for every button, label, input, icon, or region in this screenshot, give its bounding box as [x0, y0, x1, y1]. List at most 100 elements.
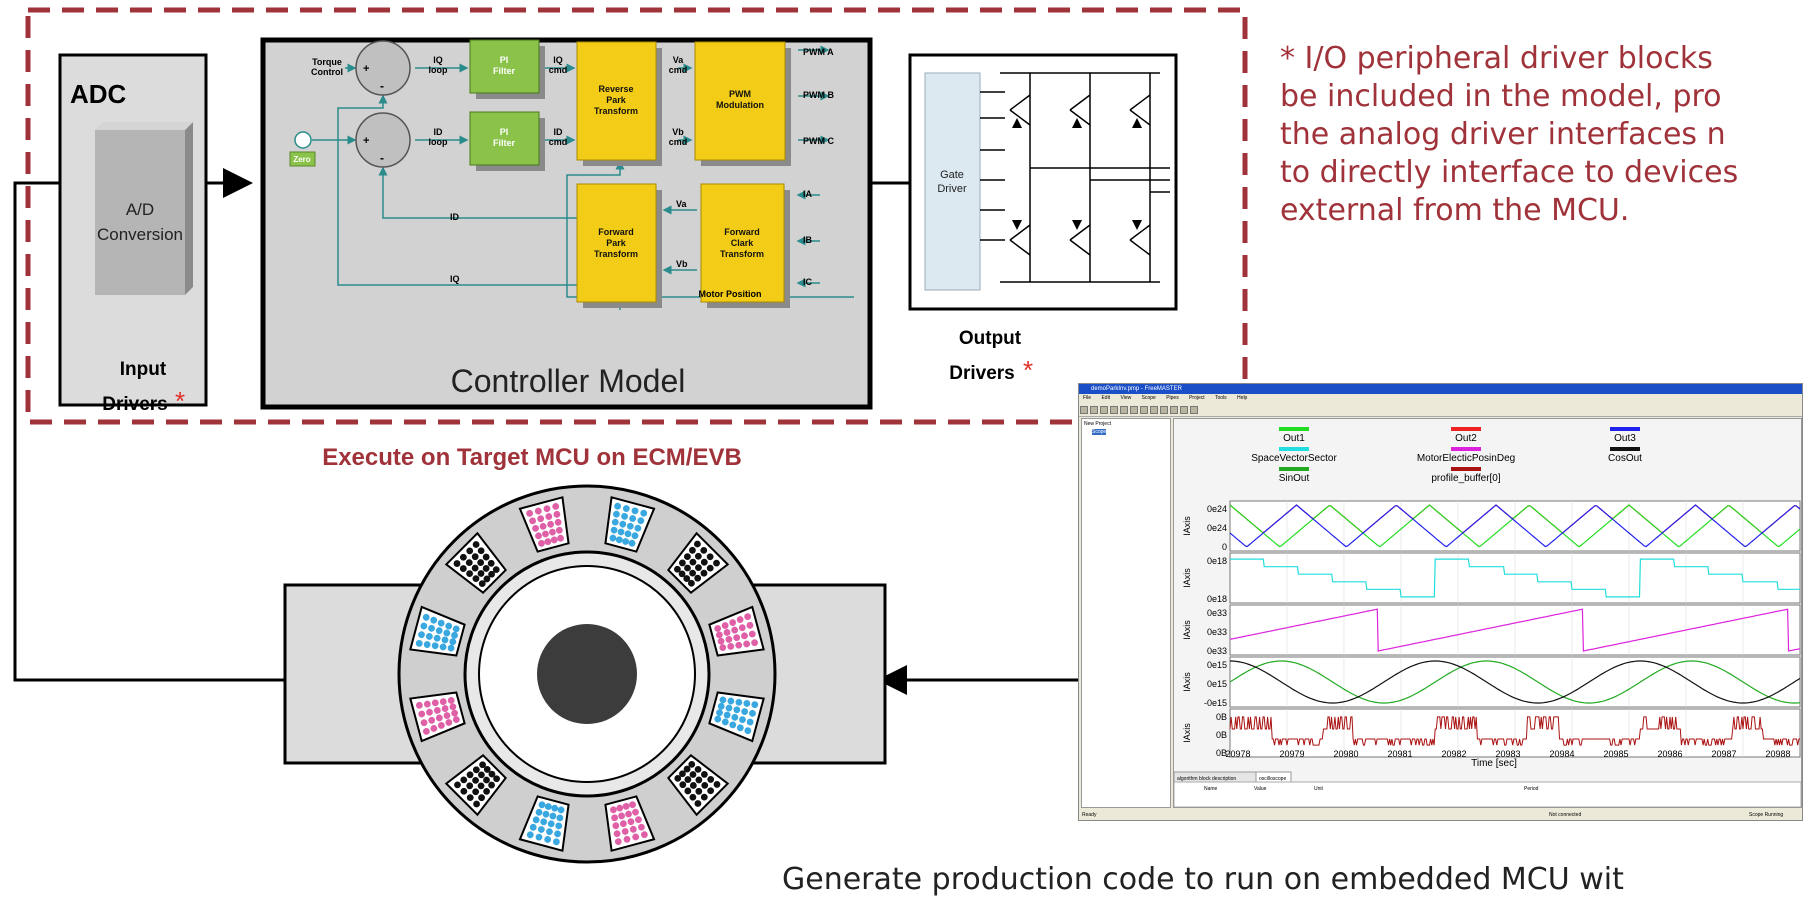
col-name: Name	[1204, 786, 1218, 792]
menu-tools[interactable]: Tools	[1214, 395, 1227, 401]
note-line-4: to directly interface to devices	[1280, 155, 1739, 190]
adc-block: ADC A/D Conversion	[58, 53, 208, 407]
winding-slot	[666, 753, 730, 817]
iq-feedback-label: IQ	[450, 274, 460, 284]
y-axis-label: IAxis	[1182, 723, 1192, 743]
note-line-5: external from the MCU.	[1280, 193, 1630, 228]
va-cmd-label-1: Va	[673, 55, 685, 65]
svg-text:PWM: PWM	[729, 89, 751, 99]
toolbar-run-icon[interactable]	[1120, 406, 1128, 414]
svg-text:+: +	[363, 63, 369, 75]
x-tick-label: 20988	[1765, 749, 1790, 759]
status-connection: Not connected	[1549, 812, 1582, 818]
col-unit: Unit	[1314, 786, 1324, 792]
motor-position-label: Motor Position	[699, 289, 762, 299]
vb-cmd-label-1: Vb	[672, 127, 684, 137]
tree-item-scope[interactable]: Scope	[1092, 429, 1107, 435]
svg-text:Transform: Transform	[720, 249, 764, 259]
y-tick-label: 0e18	[1207, 556, 1227, 566]
toolbar-zoom-icon[interactable]	[1160, 406, 1168, 414]
winding-slot	[409, 691, 466, 743]
x-axis-label: Time [sec]	[1471, 758, 1517, 769]
toolbar-stop-icon[interactable]	[1110, 406, 1118, 414]
winding-slot	[444, 531, 508, 595]
id-feedback-label: ID	[450, 212, 460, 222]
menu-pipes[interactable]: Pipes	[1166, 395, 1179, 401]
y-tick-label: 0B	[1216, 712, 1227, 722]
svg-text:Modulation: Modulation	[716, 100, 764, 110]
toolbar-grid-icon[interactable]	[1170, 406, 1178, 414]
scope-tabs: algorithm block description oscilloscope…	[1173, 771, 1802, 808]
winding-slot	[604, 496, 656, 553]
tab-algorithm[interactable]: algorithm block description	[1177, 776, 1236, 782]
id-loop-label-1: ID	[434, 127, 444, 137]
bottom-caption: Generate production code to run on embed…	[782, 862, 1624, 897]
toolbar-cursor-icon[interactable]	[1190, 406, 1198, 414]
tab-oscilloscope[interactable]: oscilloscope	[1259, 776, 1286, 782]
menu-file[interactable]: File	[1083, 395, 1092, 401]
toolbar-save-icon[interactable]	[1100, 406, 1108, 414]
winding-slot	[518, 496, 570, 553]
toolbar-paste-icon[interactable]	[1150, 406, 1158, 414]
menu-help[interactable]: Help	[1237, 395, 1248, 401]
y-axis-label: IAxis	[1182, 516, 1192, 536]
x-tick-label: 20983	[1495, 749, 1520, 759]
y-tick-label: 0e15	[1207, 679, 1227, 689]
toolbar-cut-icon[interactable]	[1130, 406, 1138, 414]
pwm-modulation: PWM Modulation	[694, 41, 791, 166]
svg-text:+: +	[363, 135, 369, 147]
toolbar-pause-icon[interactable]	[1180, 406, 1188, 414]
gate-driver-label-2: Driver	[937, 183, 967, 195]
note-line-1: * I/O peripheral driver blocks	[1280, 41, 1713, 76]
toolbar-open-icon[interactable]	[1090, 406, 1098, 414]
menu-edit[interactable]: Edit	[1101, 395, 1111, 401]
output-driver-block: Gate Driver	[908, 53, 1178, 311]
vb-cmd-label-2: cmd	[669, 137, 688, 147]
legend-out3: Out3	[1614, 433, 1636, 444]
toolbar-new-icon[interactable]	[1080, 406, 1088, 414]
adc-conv-line2: Conversion	[97, 225, 183, 244]
y-tick-label: -0e15	[1204, 698, 1227, 708]
toolbar-copy-icon[interactable]	[1140, 406, 1148, 414]
trace-out1	[1229, 504, 1801, 548]
legend-motorelecticposindeg: MotorElecticPosinDeg	[1417, 453, 1515, 464]
ic-label: IC	[803, 277, 813, 287]
legend-spacevectorsector: SpaceVectorSector	[1251, 453, 1337, 464]
adc-title: ADC	[70, 79, 127, 109]
trace-motorelecticposindeg	[1229, 608, 1801, 652]
torque-label-1: Torque	[312, 57, 342, 67]
svg-text:Clark: Clark	[731, 238, 755, 248]
x-tick-label: 20986	[1657, 749, 1682, 759]
x-tick-label: 20984	[1549, 749, 1574, 759]
svg-text:-: -	[380, 79, 384, 93]
output-drivers-caption-2: Drivers	[949, 363, 1015, 384]
svg-text:PI: PI	[500, 127, 509, 137]
winding-slot	[518, 795, 570, 852]
scope-legend: Out1 SpaceVectorSector SinOut Out2 Motor…	[1251, 427, 1642, 484]
winding-slot	[444, 753, 508, 817]
tree-root[interactable]: New Project	[1084, 421, 1111, 427]
y-axis-label: IAxis	[1182, 568, 1192, 588]
menu-scope[interactable]: Scope	[1141, 395, 1156, 401]
pi-filter-id: PI Filter	[469, 111, 545, 171]
svg-text:Reverse: Reverse	[598, 84, 633, 94]
x-tick-label: 20980	[1333, 749, 1358, 759]
menu-view[interactable]: View	[1120, 395, 1132, 401]
x-tick-label: 20982	[1441, 749, 1466, 759]
svg-text:PI: PI	[500, 55, 509, 65]
va-label: Va	[676, 199, 688, 209]
menu-project[interactable]: Project	[1189, 395, 1205, 401]
winding-slot	[708, 691, 765, 743]
col-value: Value	[1254, 786, 1267, 792]
input-drivers-asterisk: *	[175, 386, 185, 416]
freemaster-window: demoParkInv.pmp - FreeMASTER File Edit V…	[1078, 383, 1803, 821]
x-tick-label: 20987	[1711, 749, 1736, 759]
output-drivers-asterisk: *	[1023, 355, 1033, 385]
inverter-bridge	[980, 72, 1170, 283]
status-scope: Scope Running	[1749, 812, 1784, 818]
input-drivers-caption-2: Drivers	[102, 394, 168, 415]
torque-label-2: Control	[311, 67, 343, 77]
y-tick-label: 0e33	[1207, 608, 1227, 618]
